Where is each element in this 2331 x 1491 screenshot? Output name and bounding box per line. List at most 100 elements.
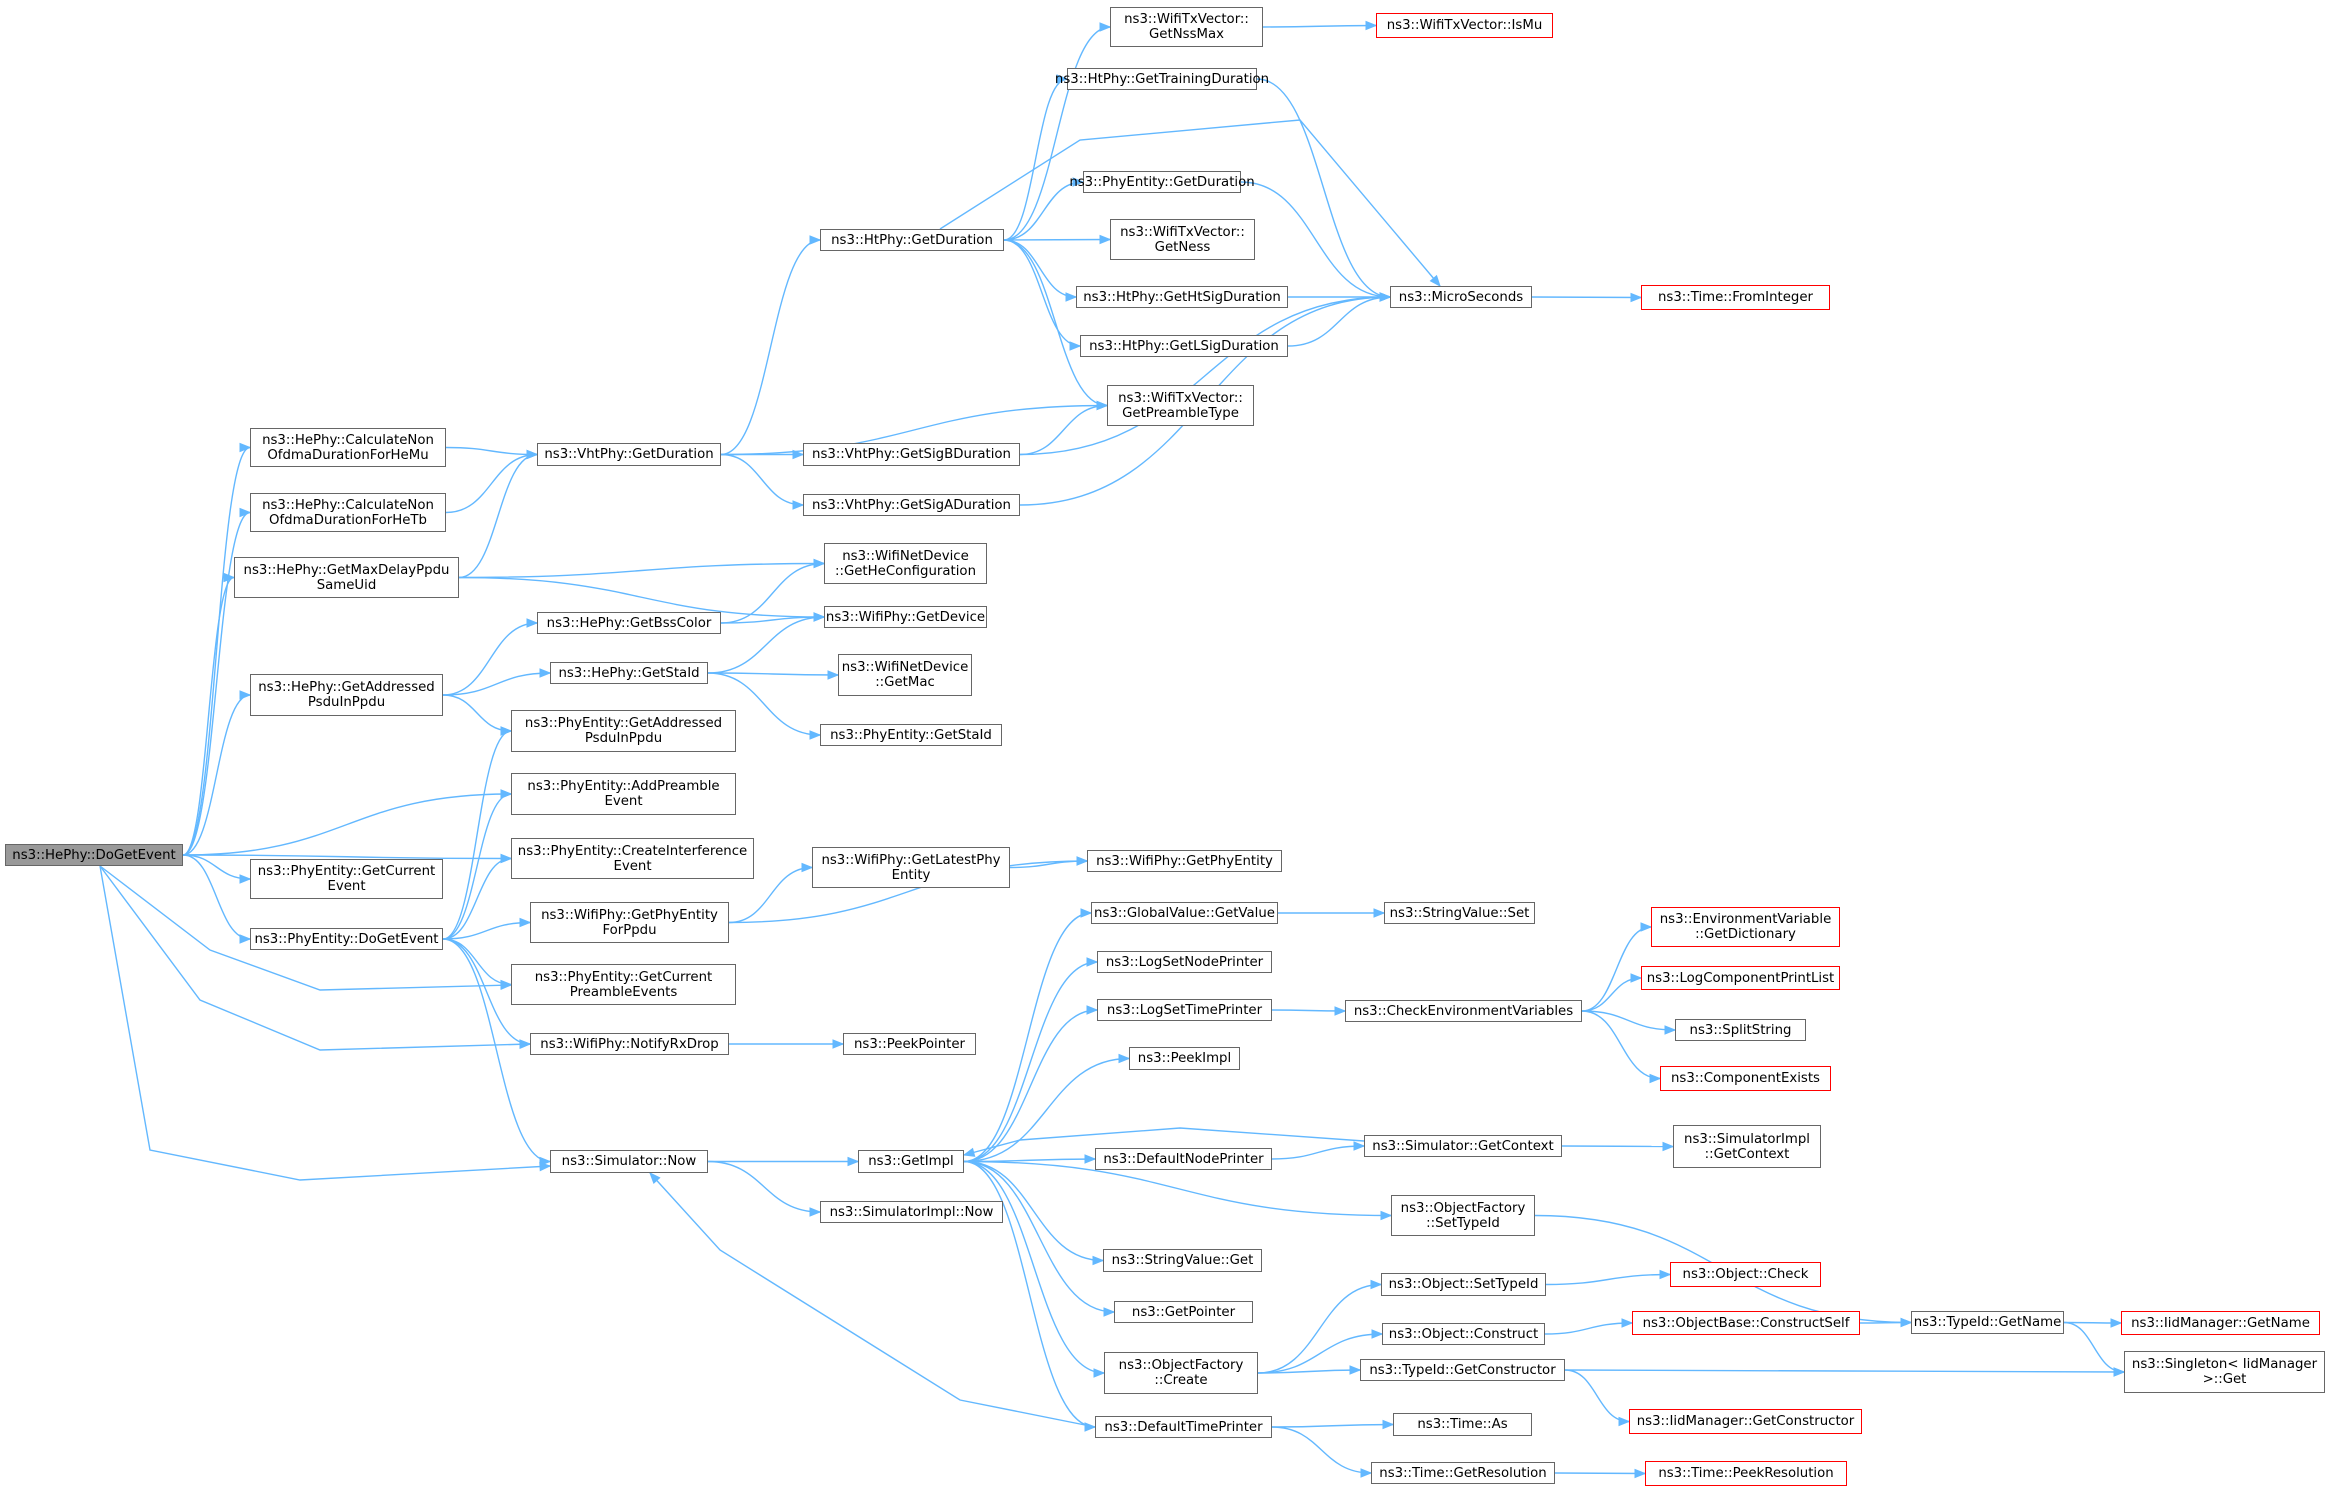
call-edge-ofCreate-to-objConstruct: [1257, 1333, 1383, 1374]
node-sigB[interactable]: ns3::VhtPhy::GetSigBDuration: [803, 443, 1020, 466]
node-label-line: ns3::WifiTxVector::IsMu: [1386, 18, 1543, 33]
node-simNow[interactable]: ns3::Simulator::Now: [550, 1150, 708, 1173]
node-defTime[interactable]: ns3::DefaultTimePrinter: [1095, 1416, 1272, 1438]
node-getPtr[interactable]: ns3::GetPointer: [1114, 1301, 1253, 1323]
node-label-line: ns3::WifiPhy::GetPhyEntity: [1096, 853, 1273, 869]
call-edge-getAddr-to-peAddr: [442, 694, 512, 732]
node-simImplNow[interactable]: ns3::SimulatorImpl::Now: [820, 1201, 1003, 1223]
call-edge-root-to-simNow: [99, 865, 551, 1181]
call-edge-root-to-getCurPre: [99, 865, 512, 991]
node-isMu[interactable]: ns3::WifiTxVector::IsMu: [1376, 13, 1553, 38]
node-ofSetType[interactable]: ns3::ObjectFactory::SetTypeId: [1391, 1195, 1535, 1236]
node-label-line: ns3::StringValue::Get: [1111, 1253, 1254, 1268]
arrowhead-getImpl-to-defNode: [1084, 1154, 1097, 1164]
arrowhead-vhtDur-to-sigA: [792, 500, 805, 510]
arrowhead-tidGetName-to-iidGetName: [2110, 1318, 2123, 1328]
node-getMac[interactable]: ns3::WifiNetDevice::GetMac: [838, 654, 972, 696]
node-compExists[interactable]: ns3::ComponentExists: [1660, 1066, 1831, 1091]
node-logPrint[interactable]: ns3::LogComponentPrintList: [1641, 966, 1840, 990]
node-timeAs[interactable]: ns3::Time::As: [1393, 1413, 1532, 1436]
node-objSetType[interactable]: ns3::Object::SetTypeId: [1381, 1273, 1546, 1296]
arrowhead-htDur-to-peDur: [1072, 177, 1085, 187]
node-ofCreate[interactable]: ns3::ObjectFactory::Create: [1104, 1352, 1258, 1394]
node-svGet[interactable]: ns3::StringValue::Get: [1103, 1249, 1262, 1272]
arrowhead-logTime-to-checkEnv: [1334, 1006, 1347, 1016]
node-singleton[interactable]: ns3::Singleton< IidManager>::Get: [2124, 1351, 2325, 1393]
node-label-line: ns3::SimulatorImpl: [1684, 1131, 1810, 1147]
node-getStaId[interactable]: ns3::HePhy::GetStaId: [550, 662, 708, 684]
node-ness[interactable]: ns3::WifiTxVector::GetNess: [1110, 219, 1255, 260]
arrowhead-htDur-to-micro: [1429, 274, 1441, 288]
call-edge-getImpl-to-getPtr: [963, 1160, 1115, 1313]
node-micro[interactable]: ns3::MicroSeconds: [1390, 286, 1532, 308]
node-defNode[interactable]: ns3::DefaultNodePrinter: [1095, 1148, 1272, 1170]
node-heConf[interactable]: ns3::WifiNetDevice::GetHeConfiguration: [824, 543, 987, 584]
node-getImpl[interactable]: ns3::GetImpl: [858, 1150, 964, 1173]
node-lSig[interactable]: ns3::HtPhy::GetLSigDuration: [1080, 335, 1288, 357]
node-sigA[interactable]: ns3::VhtPhy::GetSigADuration: [803, 494, 1020, 516]
node-getBss[interactable]: ns3::HePhy::GetBssColor: [537, 612, 721, 634]
node-peDoGet[interactable]: ns3::PhyEntity::DoGetEvent: [250, 928, 443, 950]
node-simCtx[interactable]: ns3::Simulator::GetContext: [1364, 1135, 1562, 1157]
node-logNode[interactable]: ns3::LogSetNodePrinter: [1097, 951, 1272, 973]
node-label-line: ns3::PeekPointer: [853, 1036, 966, 1052]
node-logTime[interactable]: ns3::LogSetTimePrinter: [1097, 999, 1272, 1021]
node-label-line: ns3::Simulator::Now: [561, 1154, 697, 1169]
node-label-line: ns3::HtPhy::GetHtSigDuration: [1083, 289, 1281, 305]
arrowhead-defTime-to-simNow: [649, 1172, 661, 1184]
node-iidGetCons[interactable]: ns3::IidManager::GetConstructor: [1629, 1409, 1862, 1434]
node-splitStr[interactable]: ns3::SplitString: [1675, 1019, 1806, 1041]
arrowhead-root-to-calcMu: [239, 442, 252, 453]
node-objCheck[interactable]: ns3::Object::Check: [1670, 1262, 1821, 1287]
node-getDev[interactable]: ns3::WifiPhy::GetDevice: [824, 606, 987, 628]
node-label-line: ns3::GetPointer: [1131, 1304, 1236, 1320]
call-edge-simCtx-to-simImplCtx: [1561, 1145, 1674, 1148]
node-iidGetName[interactable]: ns3::IidManager::GetName: [2121, 1311, 2320, 1335]
node-peekImpl[interactable]: ns3::PeekImpl: [1129, 1047, 1240, 1070]
arrowhead-getImpl-to-peekImpl: [1118, 1053, 1131, 1064]
call-edge-peDoGet-to-peAddr: [442, 730, 512, 940]
node-svSet[interactable]: ns3::StringValue::Set: [1384, 902, 1535, 924]
node-envDict[interactable]: ns3::EnvironmentVariable::GetDictionary: [1651, 907, 1840, 947]
call-edge-getStaId-to-getDev: [707, 616, 825, 674]
node-wpGetPhyEnt[interactable]: ns3::WifiPhy::GetPhyEntity: [1087, 850, 1282, 872]
node-peDur[interactable]: ns3::PhyEntity::GetDuration: [1069, 171, 1255, 193]
node-root[interactable]: ns3::HePhy::DoGetEvent: [5, 844, 183, 866]
node-preType[interactable]: ns3::WifiTxVector::GetPreambleType: [1107, 385, 1254, 426]
node-label-line: ns3::PhyEntity::DoGetEvent: [254, 931, 439, 947]
node-fromInt[interactable]: ns3::Time::FromInteger: [1641, 285, 1830, 310]
node-timeRes[interactable]: ns3::Time::GetResolution: [1371, 1462, 1555, 1484]
node-htDur[interactable]: ns3::HtPhy::GetDuration: [820, 229, 1004, 251]
node-tidGetName[interactable]: ns3::TypeId::GetName: [1911, 1311, 2064, 1334]
node-objConstruct[interactable]: ns3::Object::Construct: [1382, 1323, 1545, 1345]
node-peekRes[interactable]: ns3::Time::PeekResolution: [1645, 1461, 1847, 1486]
node-gvGet[interactable]: ns3::GlobalValue::GetValue: [1091, 902, 1278, 924]
node-peekPtr[interactable]: ns3::PeekPointer: [843, 1033, 976, 1055]
node-peStaId[interactable]: ns3::PhyEntity::GetStaId: [820, 724, 1002, 746]
arrowhead-htDur-to-lSig: [1069, 341, 1082, 351]
node-htSig[interactable]: ns3::HtPhy::GetHtSigDuration: [1076, 286, 1288, 308]
node-label-line: ::SetTypeId: [1426, 1215, 1500, 1231]
node-notifyDrop[interactable]: ns3::WifiPhy::NotifyRxDrop: [530, 1033, 729, 1055]
node-constructSelf[interactable]: ns3::ObjectBase::ConstructSelf: [1632, 1311, 1860, 1335]
call-edge-vhtDur-to-sigA: [720, 453, 804, 506]
node-simImplCtx[interactable]: ns3::SimulatorImpl::GetContext: [1673, 1125, 1821, 1168]
node-tidGetCons[interactable]: ns3::TypeId::GetConstructor: [1360, 1359, 1565, 1381]
node-checkEnv[interactable]: ns3::CheckEnvironmentVariables: [1345, 1000, 1582, 1022]
arrowhead-simCtx-to-simImplCtx: [1662, 1141, 1675, 1152]
arrowhead-notifyDrop-to-peekPtr: [832, 1039, 845, 1049]
node-vhtDur[interactable]: ns3::VhtPhy::GetDuration: [537, 443, 721, 466]
node-nssMax[interactable]: ns3::WifiTxVector::GetNssMax: [1110, 7, 1263, 47]
node-training[interactable]: ns3::HtPhy::GetTrainingDuration: [1055, 68, 1269, 90]
